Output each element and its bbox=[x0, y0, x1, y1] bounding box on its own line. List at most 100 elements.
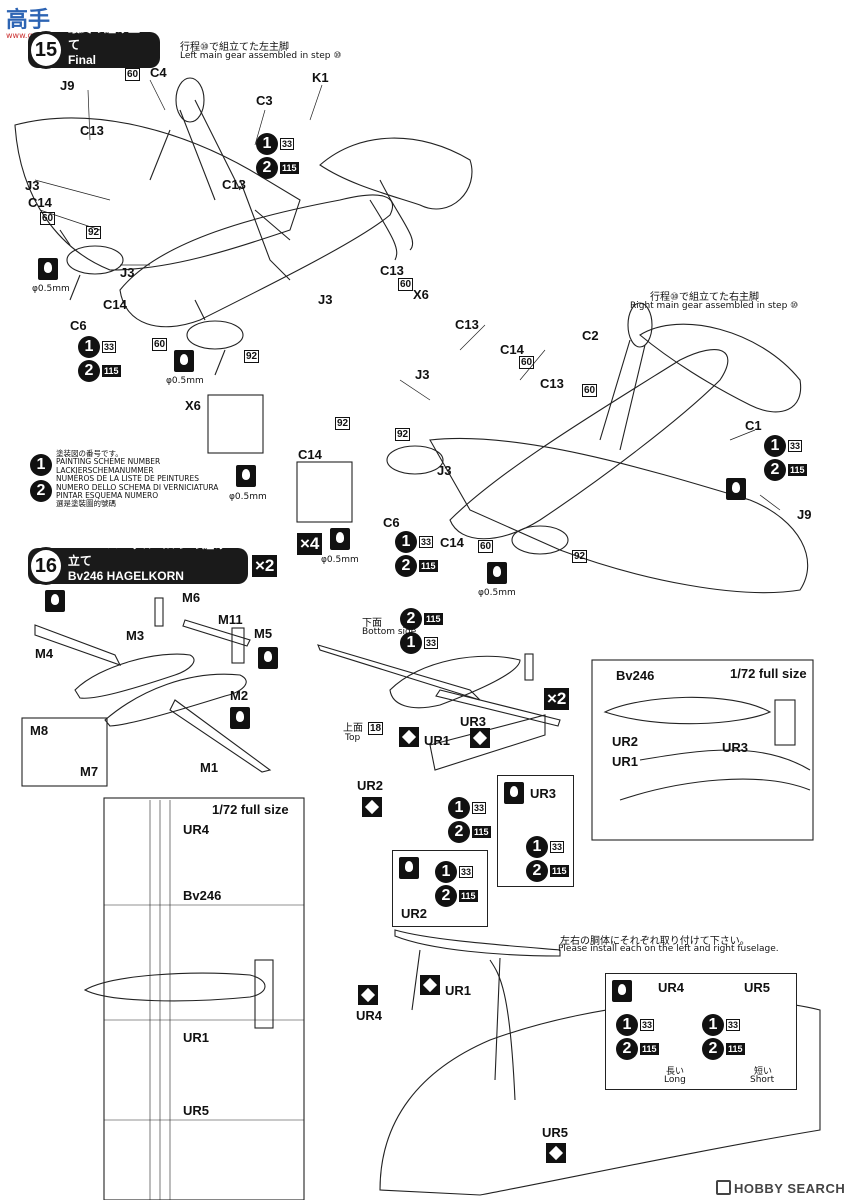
scheme-1-icon: 1 bbox=[526, 836, 548, 858]
scheme-2-icon: 2 bbox=[764, 459, 786, 481]
part-m1: M1 bbox=[200, 760, 219, 775]
bv246-label-panel: Bv246 bbox=[183, 888, 222, 903]
part-ur1-box-right: UR1 bbox=[612, 754, 639, 769]
drill-icon-d bbox=[330, 528, 350, 550]
code-60-c: 60 bbox=[152, 338, 168, 351]
scheme-2-icon: 2 bbox=[435, 885, 457, 907]
drill-size-a: φ0.5mm bbox=[32, 284, 70, 294]
drill-size-b: φ0.5mm bbox=[166, 376, 204, 386]
scheme-1-icon: 1 bbox=[764, 435, 786, 457]
scheme-code-33: 33 bbox=[459, 866, 474, 878]
diamond-icon-ur1-install bbox=[420, 975, 440, 995]
scheme-code-115: 115 bbox=[419, 560, 438, 572]
part-c2: C2 bbox=[582, 328, 599, 343]
left-gear-note-jp: 行程⑩で組立てた左主脚 bbox=[180, 42, 289, 53]
paint-icon bbox=[612, 980, 632, 1002]
part-ur3-box-right: UR3 bbox=[722, 740, 749, 755]
short-en: Short bbox=[750, 1075, 775, 1085]
scheme-code-115: 115 bbox=[788, 464, 807, 476]
scheme-2-icon: 2 bbox=[256, 157, 278, 179]
part-ur5-install: UR5 bbox=[542, 1125, 569, 1140]
part-j3-c: J3 bbox=[318, 292, 333, 307]
code-18: 18 bbox=[368, 722, 384, 735]
m2-fuselage bbox=[104, 673, 247, 727]
scheme-code-115: 115 bbox=[472, 826, 491, 838]
part-m11: M11 bbox=[218, 612, 243, 627]
part-c14-c: C14 bbox=[500, 342, 524, 357]
part-c1: C1 bbox=[745, 418, 762, 433]
code-60-g: 60 bbox=[478, 540, 494, 553]
part-ur4-install: UR4 bbox=[356, 1008, 383, 1023]
scheme-1-icon: 1 bbox=[400, 632, 422, 654]
part-ur2-a: UR2 bbox=[357, 778, 384, 793]
scheme-code-33: 33 bbox=[424, 637, 439, 649]
scheme-code-33: 33 bbox=[419, 536, 434, 548]
drill-icon-b bbox=[174, 350, 194, 372]
step15-title-jp: 最終の組み立て bbox=[67, 21, 140, 52]
part-m5: M5 bbox=[254, 626, 273, 641]
part-ur1-panel: UR1 bbox=[183, 1030, 210, 1045]
part-ur1-a: UR1 bbox=[424, 733, 451, 748]
scheme-code-115: 115 bbox=[550, 865, 569, 877]
part-j3-b: J3 bbox=[120, 265, 135, 280]
part-m3: M3 bbox=[126, 628, 145, 643]
legend-line-3: LACKIERSCHEMANUMMER bbox=[56, 465, 154, 475]
scheme-1-icon: 1 bbox=[256, 133, 278, 155]
part-x6-b: X6 bbox=[185, 398, 201, 413]
scheme-code-33: 33 bbox=[788, 440, 803, 452]
part-c6-a: C6 bbox=[70, 318, 87, 333]
drill-icon-a bbox=[38, 258, 58, 280]
long-en: Long bbox=[664, 1075, 686, 1085]
scheme-code-33: 33 bbox=[640, 1019, 655, 1031]
code-60-f: 60 bbox=[582, 384, 598, 397]
part-j9-left: J9 bbox=[60, 78, 75, 93]
drill-icon-m-c bbox=[230, 707, 250, 729]
part-j3-a: J3 bbox=[25, 178, 40, 193]
part-c13-b: C13 bbox=[222, 177, 246, 192]
part-ur1-install: UR1 bbox=[445, 983, 472, 998]
paint-icon bbox=[399, 857, 419, 879]
legend-line-1: 塗装図の番号です。 bbox=[56, 449, 123, 458]
full-size-label-left: 1/72 full size bbox=[212, 802, 289, 817]
short-jp: 短い bbox=[754, 1067, 773, 1077]
scheme-code-115: 115 bbox=[459, 890, 478, 902]
part-ur2-box-right: UR2 bbox=[612, 734, 639, 749]
legend-line-2: PAINTING SCHEME NUMBER bbox=[56, 457, 161, 467]
paint-icon bbox=[504, 782, 524, 804]
part-j3-d: J3 bbox=[415, 367, 430, 382]
code-60-d: 60 bbox=[398, 278, 414, 291]
part-m2: M2 bbox=[230, 688, 249, 703]
part-c6-b: C6 bbox=[383, 515, 400, 530]
drill-icon-c bbox=[236, 465, 256, 487]
part-c13-c: C13 bbox=[380, 263, 404, 278]
bv246-full-size bbox=[83, 972, 266, 1002]
scheme-code-33: 33 bbox=[726, 1019, 741, 1031]
diamond-icon-ur1 bbox=[399, 727, 419, 747]
right-aircraft-fuselage bbox=[449, 349, 729, 540]
code-60-e: 60 bbox=[519, 356, 535, 369]
scheme-2-icon: 2 bbox=[526, 860, 548, 882]
drill-size-d: φ0.5mm bbox=[321, 555, 359, 565]
left-gear-note-en: Left main gear assembled in step ⑩ bbox=[180, 51, 342, 61]
code-92-e: 92 bbox=[572, 550, 588, 563]
multiplier-x4: ×4 bbox=[297, 533, 323, 555]
step15-number: 15 bbox=[28, 31, 64, 69]
m1-wing bbox=[169, 699, 272, 773]
scheme-2-icon: 2 bbox=[78, 360, 100, 382]
watermark-text: HOBBY SEARCH bbox=[734, 1181, 846, 1196]
scheme-code-115: 115 bbox=[280, 162, 299, 174]
part-ur5-panel: UR5 bbox=[183, 1103, 210, 1118]
code-92-d: 92 bbox=[395, 428, 411, 441]
scheme-code-33: 33 bbox=[550, 841, 565, 853]
part-ur4-panel: UR4 bbox=[183, 822, 210, 837]
scheme-1-icon: 1 bbox=[702, 1014, 724, 1036]
scheme-1-icon: 1 bbox=[395, 531, 417, 553]
diamond-icon-ur5 bbox=[546, 1143, 566, 1163]
step16-number: 16 bbox=[28, 547, 64, 585]
bv246-assembled bbox=[389, 655, 521, 709]
part-ur3-box: UR3 bbox=[530, 786, 557, 801]
